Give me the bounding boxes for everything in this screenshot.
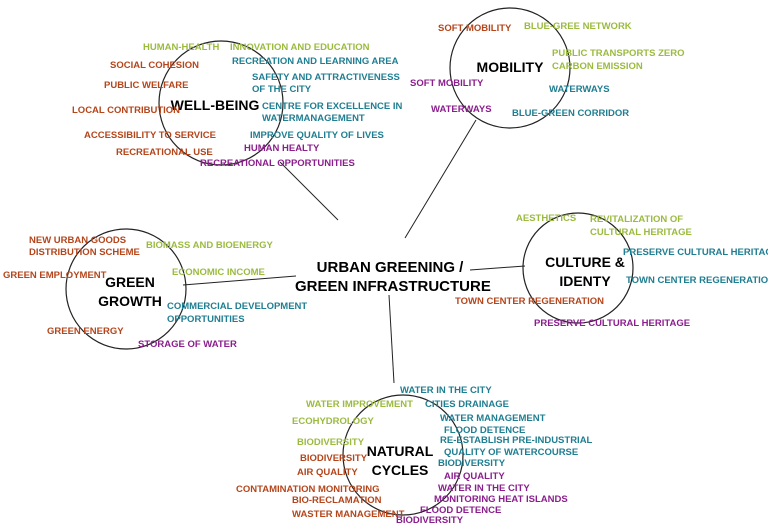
hub-title-wellbeing: WELL-BEING — [170, 97, 260, 113]
label-public-transports: PUBLIC TRANSPORTS ZERO — [552, 48, 685, 59]
hub-title-growth: GREEN GROWTH — [98, 274, 162, 309]
label-commercial-development: COMMERCIAL DEVELOPMENT — [167, 301, 308, 312]
label-centre-excellence: CENTRE FOR EXCELLENCE IN — [262, 101, 403, 112]
label-biodiversity-4: BIODIVERSITY — [396, 515, 464, 526]
label-air-quality-2: AIR QUALITY — [444, 471, 505, 482]
label-cultural-heritage: CULTURAL HERITAGE — [590, 227, 692, 238]
label-flood-detence-1: FLOOD DETENCE — [444, 425, 526, 436]
label-waterways-1: WATERWAYS — [549, 84, 610, 95]
label-blue-gree-network: BLUE-GREE NETWORK — [524, 21, 632, 32]
label-water-management: WATER MANAGEMENT — [440, 413, 546, 424]
connector-growth — [182, 275, 297, 286]
hub-title-culture: CULTURE & IDENTY — [545, 254, 625, 289]
center-title: URBAN GREENING / GREEN INFRASTRUCTURE — [295, 259, 491, 295]
label-waterways-2: WATERWAYS — [431, 104, 492, 115]
label-town-center-regeneration-1: TOWN CENTER REGENERATION — [626, 275, 768, 286]
label-recreational-use: RECREATIONAL USE — [116, 147, 213, 158]
label-re-establish: RE-ESTABLISH PRE-INDUSTRIAL — [440, 435, 593, 446]
label-revitalization-of: REVITALIZATION OF — [590, 214, 684, 225]
label-contamination-monitoring: CONTAMINATION MONITORING — [236, 484, 380, 495]
label-flood-detence-2: FLOOD DETENCE — [420, 505, 502, 516]
label-water-in-the-city-1: WATER IN THE CITY — [400, 385, 492, 396]
label-quality-watercourse: QUALITY OF WATERCOURSE — [444, 447, 579, 458]
label-aesthetics: AESTHETICS — [516, 213, 577, 224]
label-storage-of-water: STORAGE OF WATER — [138, 339, 237, 350]
label-watermanagement: WATERMANAGEMENT — [262, 113, 365, 124]
label-biomass-bioenergy: BIOMASS AND BIOENERGY — [146, 240, 273, 251]
label-town-center-regeneration-2: TOWN CENTER REGENERATION — [455, 296, 605, 307]
label-green-energy: GREEN ENERGY — [47, 326, 124, 337]
label-improve-quality-lives: IMPROVE QUALITY OF LIVES — [250, 130, 384, 141]
label-biodiversity-2: BIODIVERSITY — [300, 453, 368, 464]
hub-circle-wellbeing — [158, 40, 284, 166]
hub-title-mobility: MOBILITY — [476, 59, 544, 75]
hub-circle-natural — [342, 394, 464, 516]
label-green-employment: GREEN EMPLOYMENT — [3, 270, 107, 281]
label-accessibility-service: ACCESSIBILITY TO SERVICE — [84, 130, 216, 141]
label-water-in-the-city-2: WATER IN THE CITY — [438, 483, 530, 494]
hub-circle-culture — [522, 212, 634, 324]
label-of-the-city: OF THE CITY — [252, 84, 312, 95]
connector-mobility — [404, 119, 477, 239]
label-recreational-opportunities: RECREATIONAL OPPORTUNITIES — [200, 158, 355, 169]
label-soft-mobility-2: SOFT MOBILITY — [410, 78, 484, 89]
label-new-urban-goods: NEW URBAN GOODS — [29, 235, 127, 246]
connector-natural — [388, 294, 395, 384]
hub-circle-mobility — [449, 7, 571, 129]
label-air-quality-1: AIR QUALITY — [297, 467, 358, 478]
label-preserve-cultural-heritage-1: PRESERVE CULTURAL HERITAGE — [623, 247, 768, 258]
label-opportunities: OPPORTUNITIES — [167, 314, 245, 325]
label-waster-management: WASTER MANAGEMENT — [292, 509, 405, 520]
label-cities-drainage: CITIES DRAINAGE — [425, 399, 509, 410]
label-distribution-scheme: DISTRIBUTION SCHEME — [29, 247, 140, 258]
label-carbon-emission: CARBON EMISSION — [552, 61, 643, 72]
label-preserve-cultural-heritage-2: PRESERVE CULTURAL HERITAGE — [534, 318, 691, 329]
label-local-contribution: LOCAL CONTRIBUTION — [72, 105, 181, 116]
label-bio-reclamation: BIO-RECLAMATION — [292, 495, 382, 506]
label-blue-green-corridor: BLUE-GREEN CORRIDOR — [512, 108, 630, 119]
label-public-welfare: PUBLIC WELFARE — [104, 80, 189, 91]
label-social-cohesion: SOCIAL COHESION — [110, 60, 200, 71]
hub-title-natural: NATURAL CYCLES — [366, 443, 434, 478]
connector-wellbeing — [279, 161, 339, 221]
label-monitoring-heat-islands: MONITORING HEAT ISLANDS — [434, 494, 568, 505]
label-biodiversity-1: BIODIVERSITY — [297, 437, 365, 448]
label-soft-mobility-1: SOFT MOBILITY — [438, 23, 512, 34]
connector-culture — [469, 265, 526, 271]
label-biodiversity-3: BIODIVERSITY — [438, 458, 506, 469]
hub-circle-growth — [65, 228, 187, 350]
label-water-improvement: WATER IMPROVEMENT — [306, 399, 413, 410]
label-innovation-education: INNOVATION AND EDUCATION — [230, 42, 370, 53]
label-human-healty: HUMAN HEALTY — [244, 143, 320, 154]
label-ecohydrology: ECOHYDROLOGY — [292, 416, 374, 427]
label-recreation-learning: RECREATION AND LEARNING AREA — [232, 56, 399, 67]
label-human-health: HUMAN-HEALTH — [143, 42, 220, 53]
label-economic-income: ECONOMIC INCOME — [172, 267, 265, 278]
label-safety-attractiveness: SAFETY AND ATTRACTIVENESS — [252, 72, 400, 83]
